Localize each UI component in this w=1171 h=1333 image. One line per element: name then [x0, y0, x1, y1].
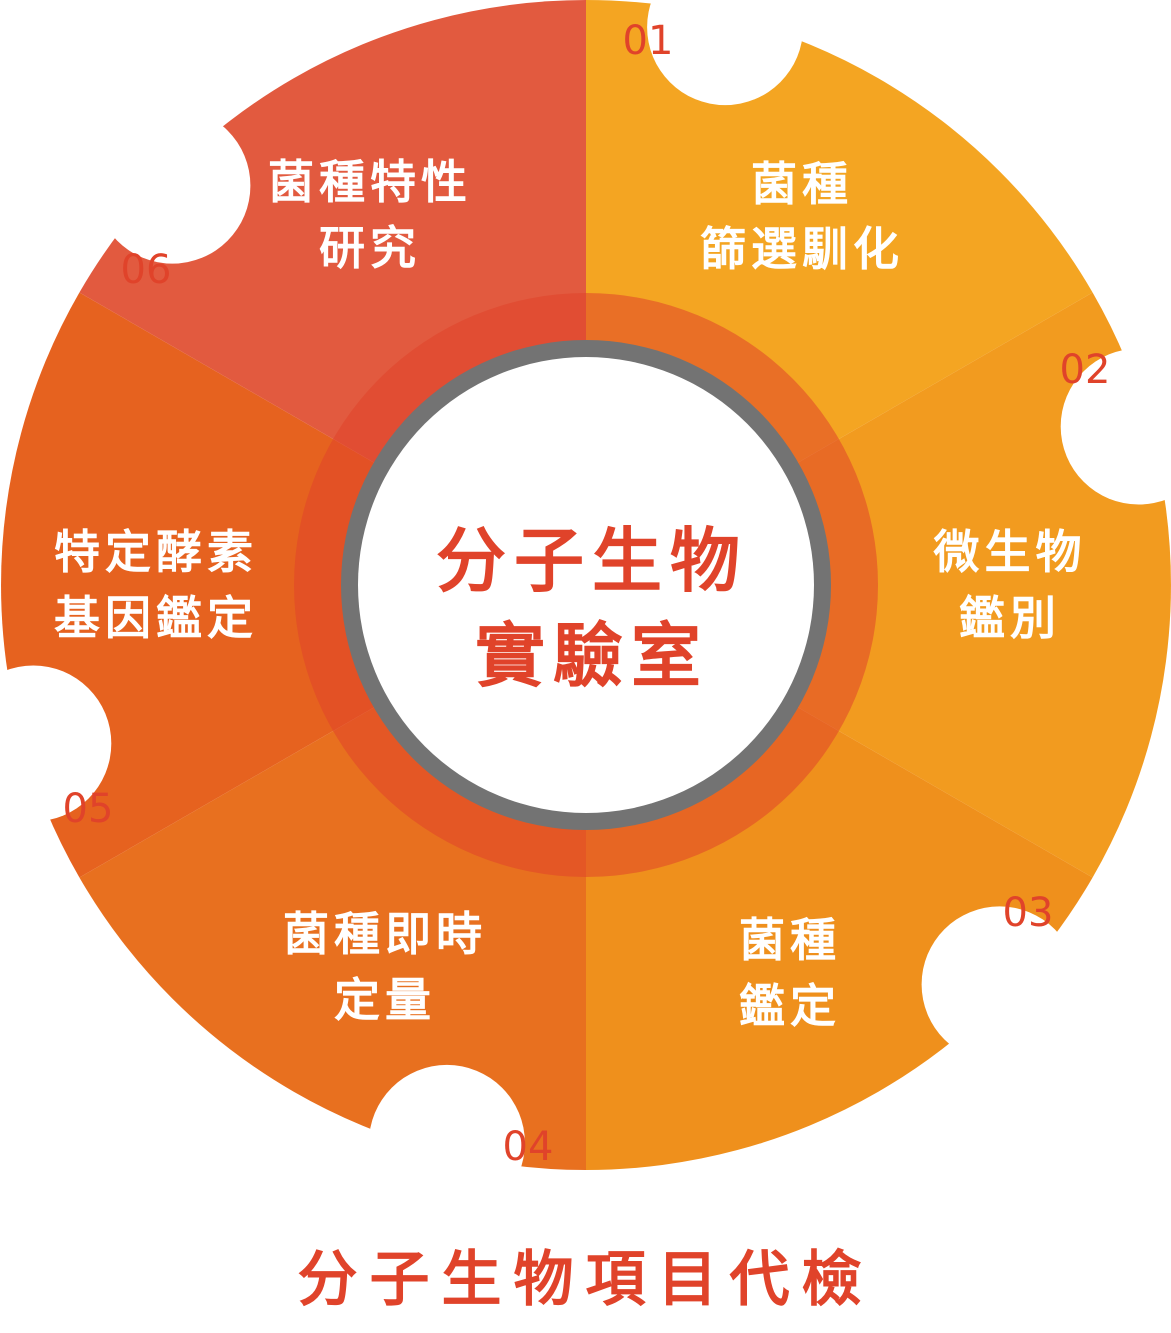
- notch-02: [1060, 348, 1171, 505]
- segment-04-label-line2: 定量: [334, 973, 436, 1027]
- segment-labels: 菌種 篩選馴化 微生物 鑑別 菌種 鑑定 菌種即時 定量 特定酵素 基因鑑定 菌…: [54, 155, 1087, 1033]
- notch-03: [921, 906, 1078, 1063]
- segment-02-number: 02: [1060, 347, 1111, 393]
- segment-06-label-line1: 菌種特性: [268, 155, 472, 209]
- segment-06-label-line2: 研究: [319, 221, 421, 275]
- segment-03-label-line2: 鑑定: [739, 979, 841, 1033]
- segment-04-number: 04: [503, 1124, 554, 1170]
- notch-06: [94, 107, 251, 264]
- segment-01-number: 01: [623, 18, 674, 64]
- segment-05-label-line1: 特定酵素: [54, 525, 258, 579]
- segment-05-number: 05: [63, 786, 114, 832]
- segment-01-label-line1: 菌種: [751, 157, 853, 211]
- segment-05-label-line2: 基因鑑定: [54, 591, 258, 645]
- segment-04-label-line1: 菌種即時: [283, 907, 487, 961]
- notch-01: [647, 0, 804, 106]
- center-disc: [358, 357, 814, 813]
- notch-04: [368, 1064, 525, 1221]
- center-title-line1: 分子生物: [436, 520, 748, 602]
- footer-title: 分子生物項目代檢: [297, 1245, 874, 1315]
- segment-notches: [0, 0, 1171, 1221]
- segment-02-label-line1: 微生物: [933, 525, 1087, 579]
- segment-02-label-line2: 鑑別: [959, 591, 1061, 645]
- segment-03-label-line1: 菌種: [739, 913, 841, 967]
- segment-06-number: 06: [121, 247, 172, 293]
- center-title-line2: 實驗室: [475, 615, 709, 697]
- segment-01-label-line2: 篩選馴化: [700, 222, 904, 276]
- notch-05: [0, 665, 112, 822]
- segment-numbers: 01 02 03 04 05 06: [63, 18, 1111, 1170]
- segment-02-shape: [586, 292, 1171, 878]
- segment-03-number: 03: [1003, 890, 1054, 936]
- segment-05-shape: [1, 292, 587, 878]
